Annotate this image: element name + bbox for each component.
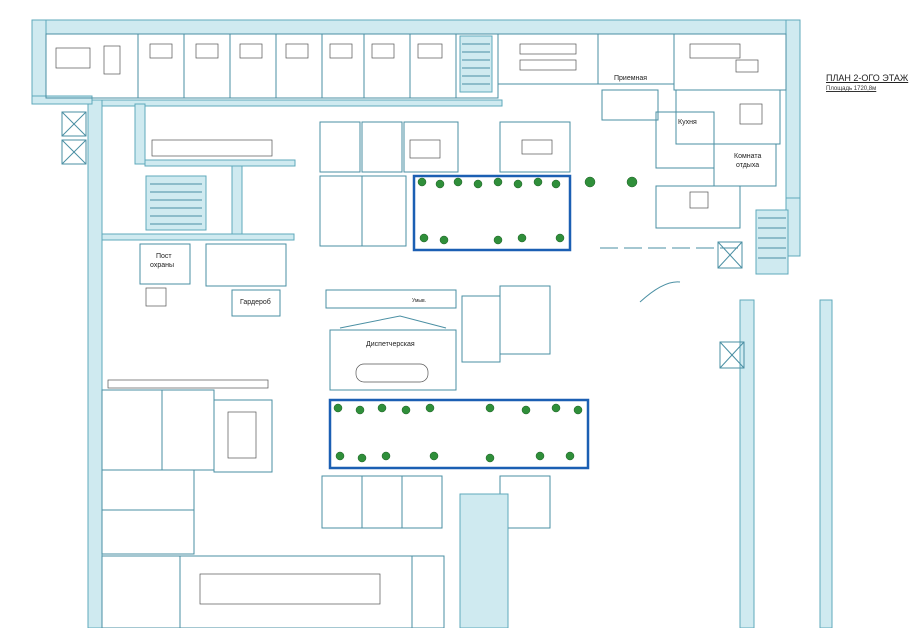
plants-bottom: [333, 403, 583, 463]
label-security-1: Пост: [156, 253, 172, 260]
right-rooms: [600, 89, 781, 303]
room-labels: Приемная Кухня Комната отдыха Пост охран…: [150, 75, 762, 348]
dispatch-room: [325, 285, 551, 391]
atrium-bottom: [328, 398, 590, 470]
exterior-walls: [31, 19, 833, 628]
left-elevators: [61, 111, 87, 165]
label-dispatch: Диспетчерская: [366, 341, 415, 348]
right-core: [717, 209, 789, 369]
plan-area: Площадь 1720,8м: [826, 86, 877, 92]
label-reception: Приемная: [614, 75, 647, 82]
label-kitchen: Кухня: [678, 119, 697, 126]
security-area: [139, 243, 287, 317]
label-wardrobe: Гардероб: [240, 298, 271, 306]
label-security-2: охраны: [150, 262, 174, 269]
plan-title: ПЛАН 2-ОГО ЭТАЖ: [826, 73, 909, 83]
top-offices: [45, 33, 787, 99]
label-toilet: Умыв.: [412, 298, 426, 304]
corridor-walls: [101, 99, 503, 241]
conference-room: [101, 555, 445, 628]
middle-offices: [319, 121, 571, 247]
label-rest-room-1: Комната: [734, 153, 762, 160]
stair-top: [459, 35, 493, 93]
left-lower-offices: [101, 379, 273, 555]
plants-top: [417, 176, 638, 245]
label-rest-room-2: отдыха: [736, 162, 759, 169]
atrium-top: [412, 174, 638, 252]
bottom-center-offices: [321, 475, 551, 628]
